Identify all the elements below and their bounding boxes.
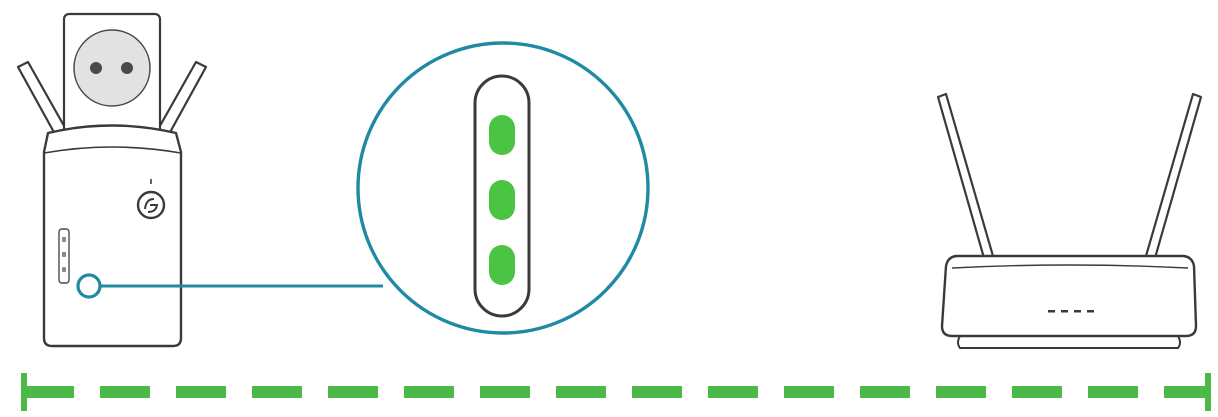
router (936, 92, 1203, 349)
router-body (940, 254, 1198, 338)
router-status-dot (1074, 310, 1081, 313)
range-dash-13 (936, 386, 986, 398)
magnified-led-2 (489, 180, 515, 220)
range-dash-10 (708, 386, 758, 398)
range-dash-4 (252, 386, 302, 398)
range-dash-6 (404, 386, 454, 398)
router-antenna-right (1144, 92, 1203, 260)
highlighted-led-ring (76, 273, 102, 299)
router-status-dot (1087, 310, 1094, 313)
plug-pin-left-icon (90, 62, 102, 74)
range-dash-5 (328, 386, 378, 398)
plug-face (73, 29, 151, 107)
led-magnifier-callout (356, 41, 650, 335)
router-status-dot (1048, 310, 1055, 313)
wps-icon (144, 198, 159, 213)
range-dash-11 (784, 386, 834, 398)
wps-button (136, 179, 166, 220)
range-dash-7 (480, 386, 530, 398)
range-dash-8 (556, 386, 606, 398)
extender-led-strip (58, 228, 70, 284)
magnified-led-3 (489, 245, 515, 285)
router-base (957, 335, 1181, 349)
range-indicator (21, 373, 1211, 411)
router-status-dot (1061, 310, 1068, 313)
range-dash-9 (632, 386, 682, 398)
range-dash-15 (1088, 386, 1138, 398)
plug-pin-right-icon (121, 62, 133, 74)
range-dash-2 (100, 386, 150, 398)
router-antenna-left (936, 92, 995, 260)
magnified-led-1 (489, 115, 515, 155)
wall-plug (62, 12, 162, 144)
range-dash-12 (860, 386, 910, 398)
router-status-lights (1048, 310, 1094, 313)
range-dash-1 (24, 386, 74, 398)
range-dash-14 (1012, 386, 1062, 398)
range-dash-16 (1164, 386, 1208, 398)
range-extender (16, 12, 208, 348)
range-dash-3 (176, 386, 226, 398)
